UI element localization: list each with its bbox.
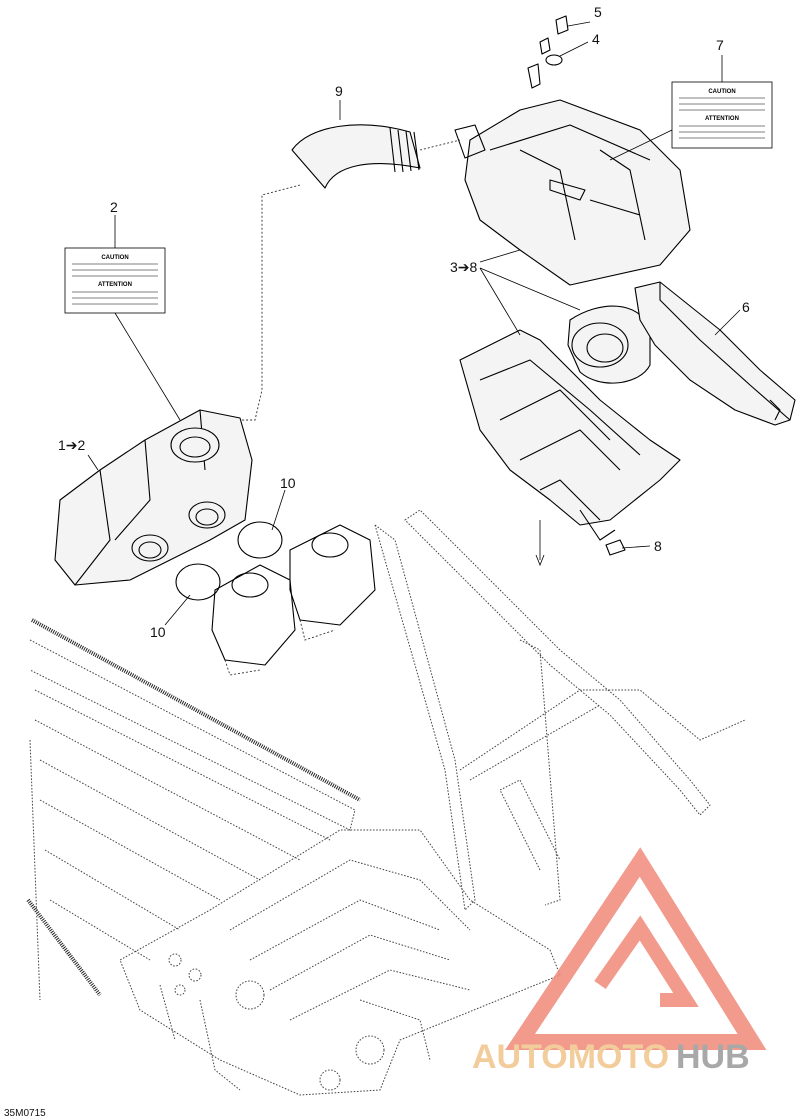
- intake-hose: [240, 124, 461, 421]
- callout-8: 8: [654, 538, 662, 554]
- intake-adapter: [567, 305, 651, 384]
- decal-left-title2: ATTENTION: [98, 282, 132, 288]
- callout-10-lower: 10: [150, 624, 166, 640]
- callout-1-2: 1➔2: [58, 437, 86, 453]
- callout-10-upper: 10: [280, 475, 296, 491]
- callout-3-8: 3➔8: [450, 259, 478, 275]
- carburetors: [211, 524, 376, 676]
- decal-left-title1: CAUTION: [101, 255, 128, 261]
- watermark-logo: AUTOMOTO HUB: [472, 847, 767, 1076]
- decal-right: CAUTION ATTENTION: [671, 81, 773, 149]
- callout-9: 9: [335, 83, 343, 99]
- callout-2: 2: [110, 199, 118, 215]
- callout-4: 4: [592, 31, 600, 47]
- figure-code: 35M0715: [4, 1108, 46, 1119]
- watermark-inner: [594, 915, 699, 1007]
- watermark-text-hub: HUB: [676, 1038, 750, 1076]
- decal-left: CAUTION ATTENTION: [64, 247, 166, 314]
- chassis-frame: [26, 509, 746, 1096]
- watermark-text-main: AUTOMOTO: [472, 1038, 669, 1076]
- callout-5: 5: [594, 4, 602, 20]
- callouts: 5 4 7 9 2 3➔8 6 1➔2 10 8 10 35M0715: [4, 4, 750, 1119]
- upper-air-box: [454, 15, 691, 286]
- intake-duct: [634, 281, 796, 426]
- callout-7: 7: [716, 37, 724, 53]
- watermark-triangle: [505, 847, 767, 1050]
- air-silencer-base: [54, 409, 283, 601]
- decal-right-title1: CAUTION: [708, 89, 735, 95]
- leader-lines: [87, 21, 741, 626]
- callout-6: 6: [742, 299, 750, 315]
- decal-right-title2: ATTENTION: [705, 116, 739, 122]
- lower-air-box: [459, 329, 681, 567]
